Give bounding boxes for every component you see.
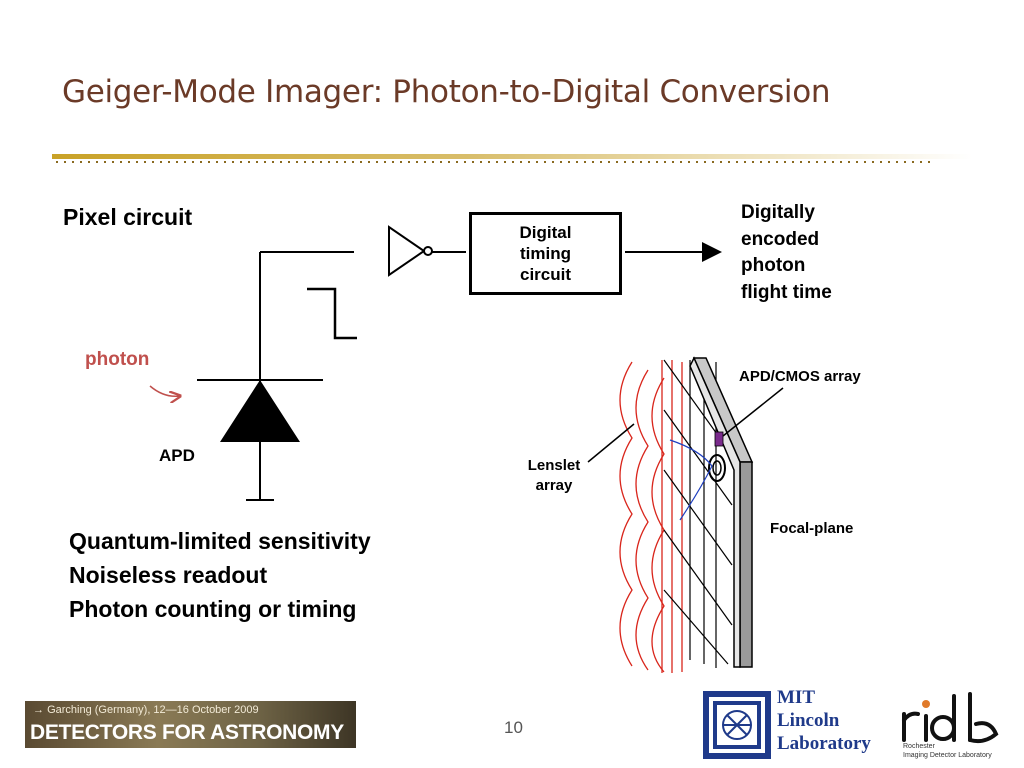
mit-line: Lincoln <box>777 710 840 731</box>
slide-title: Geiger-Mode Imager: Photon-to-Digital Co… <box>62 74 831 110</box>
apd-pixel-highlight <box>714 431 724 447</box>
banner-location: → Garching (Germany), 12—16 October 2009 <box>33 704 259 716</box>
focal-plane-slab <box>689 356 754 668</box>
mit-lincoln-text: MIT Lincoln Laboratory <box>777 686 871 755</box>
output-line: Digitally <box>741 202 815 223</box>
title-divider <box>52 154 972 163</box>
mit-line: MIT <box>777 687 815 708</box>
feature-item: Photon counting or timing <box>69 596 357 622</box>
feature-item: Quantum-limited sensitivity <box>69 528 371 554</box>
mit-lincoln-logo <box>703 691 771 759</box>
pixel-circuit-heading: Pixel circuit <box>63 204 193 230</box>
digital-timing-circuit-box: Digital timing circuit <box>469 212 622 295</box>
ridl-line: Imaging Detector Laboratory <box>903 752 992 759</box>
ridl-logo <box>902 692 999 744</box>
lenslet-array <box>619 360 683 673</box>
output-line: encoded <box>741 228 820 250</box>
box-line: timing <box>520 243 571 263</box>
lenslet-leader <box>587 423 635 463</box>
photon-label: photon <box>85 349 150 370</box>
lenslet-line: Lenslet <box>527 457 581 474</box>
box-line: circuit <box>519 265 572 285</box>
mit-line: Laboratory <box>777 733 871 754</box>
box-line: Digital <box>519 222 572 242</box>
feature-item: Noiseless readout <box>69 562 268 588</box>
feature-list: Quantum-limited sensitivity Noiseless re… <box>69 524 371 626</box>
lenslet-line: array <box>535 476 573 494</box>
output-label: Digitally encoded photon flight time <box>741 200 871 306</box>
banner-title: DETECTORS FOR ASTRONOMY <box>30 721 344 744</box>
light-ray <box>669 439 713 521</box>
focused-spot <box>708 454 726 482</box>
lenslet-label: Lenslet array <box>522 456 586 495</box>
apd-cmos-label: APD/CMOS array <box>739 368 861 385</box>
apd-label: APD <box>159 446 195 465</box>
ridl-line: Rochester <box>903 743 935 750</box>
apd-diode-symbol <box>220 380 300 442</box>
pulse-waveform <box>307 287 357 340</box>
inverter-symbol <box>388 225 433 277</box>
array-grid-lines <box>663 359 733 668</box>
conference-banner: → Garching (Germany), 12—16 October 2009… <box>25 701 356 748</box>
photon-arrow <box>149 385 180 396</box>
focal-plane-label: Focal-plane <box>770 520 854 537</box>
output-line: flight time <box>741 281 832 303</box>
apd-cmos-leader <box>722 387 784 437</box>
ridl-caption: Rochester Imaging Detector Laboratory <box>903 742 992 760</box>
page-number: 10 <box>504 718 523 737</box>
output-line: photon <box>741 255 806 277</box>
